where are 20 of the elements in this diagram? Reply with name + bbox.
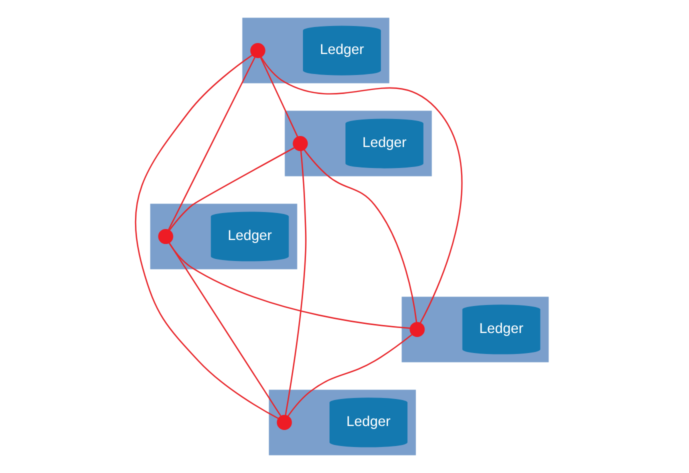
- connector: [284, 150, 306, 416]
- cluster: [242, 18, 389, 84]
- connector: [286, 334, 412, 417]
- node-circle: [292, 136, 308, 152]
- cluster: [268, 390, 416, 456]
- cluster: [150, 204, 297, 270]
- connector: [167, 56, 256, 230]
- connector: [134, 54, 278, 420]
- cluster: [401, 296, 548, 362]
- node-circle: [409, 322, 424, 337]
- connector: [168, 147, 294, 231]
- cluster: [284, 110, 432, 176]
- connector: [168, 242, 281, 416]
- connector: [168, 242, 410, 329]
- node-circle: [250, 43, 265, 58]
- connector: [260, 56, 462, 324]
- node-circle: [158, 228, 173, 244]
- connector: [259, 56, 298, 138]
- node-circle: [276, 414, 292, 430]
- connector: [303, 149, 417, 322]
